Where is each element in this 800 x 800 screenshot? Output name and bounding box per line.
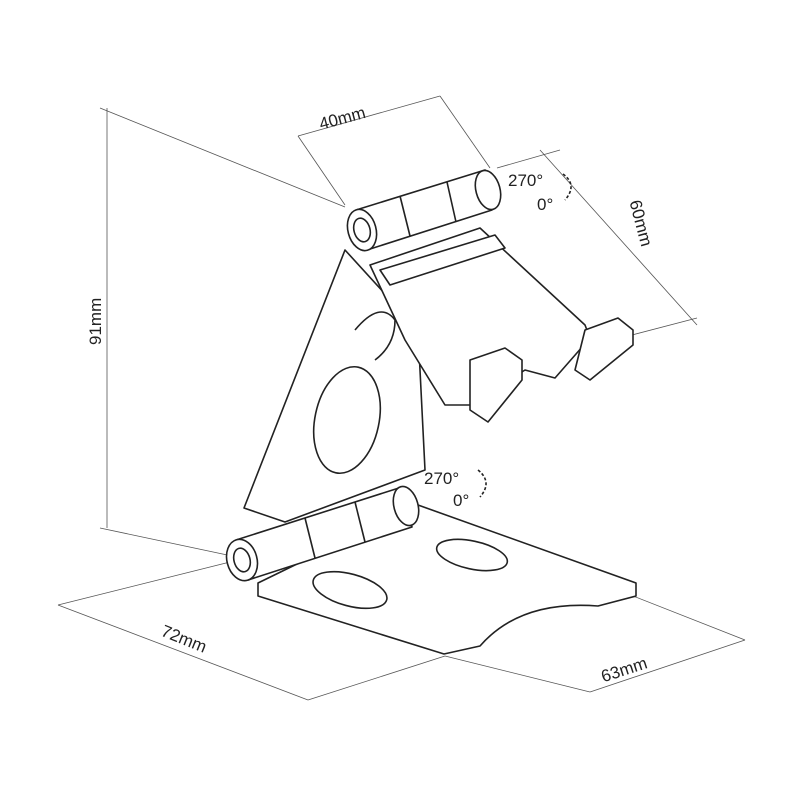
dim-holder-length-label: 60mm [625,198,656,249]
dimension-lines [57,95,746,701]
rotation-top-min: 0° [537,195,553,214]
holder-lip-left [469,347,523,423]
base-hole-front [312,570,388,610]
rotation-arrow-bottom-icon [477,469,487,498]
rotation-top-max: 270° [508,171,543,190]
upright-hole-large [312,365,382,475]
base-hole-back [435,538,509,572]
dim-height-label: 91mm [86,298,105,345]
top-hinge [346,169,502,252]
dim-width-top-label: 40mm [317,103,368,134]
rotation-bottom-min: 0° [453,491,469,510]
holder-slot [379,234,506,286]
dim-base-width-label: 63mm [599,654,650,687]
dim-base-depth-label: 72mm [158,621,209,656]
rotation-bottom-max: 270° [424,469,459,488]
bottom-hinge [225,485,420,582]
holder-lip-right [574,317,634,381]
rotation-arrow-top-icon [562,173,572,201]
